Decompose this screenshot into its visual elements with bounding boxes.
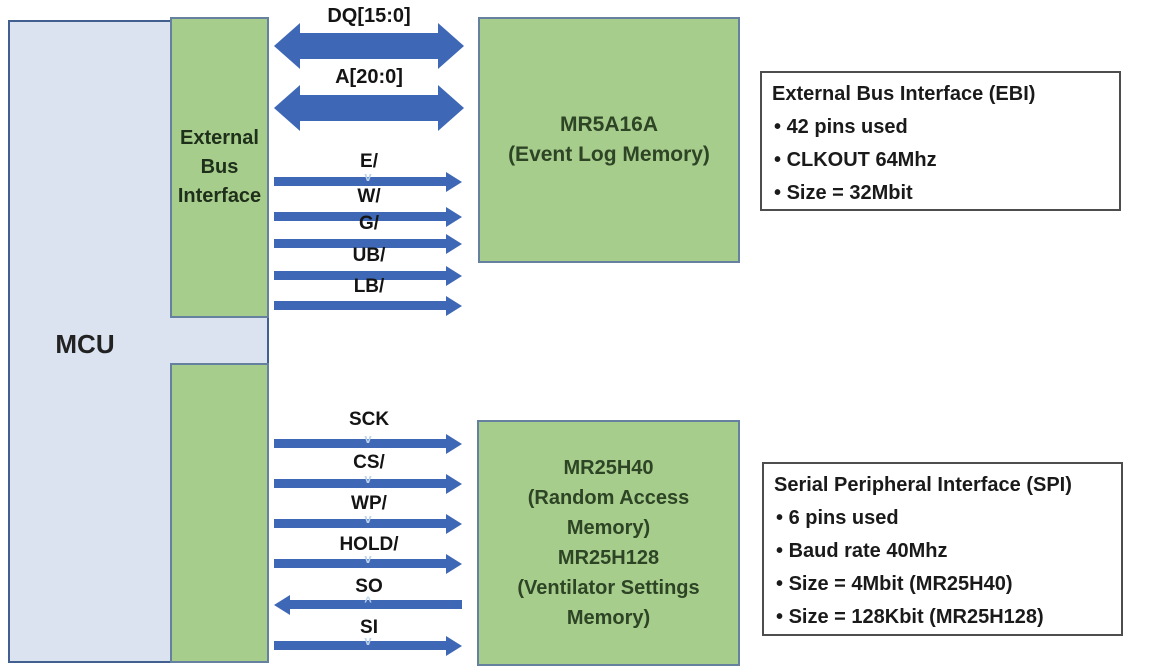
ebi-note-bullet: 42 pins used: [772, 111, 1109, 144]
event-log-memory-desc: (Event Log Memory): [508, 143, 710, 166]
arrow-shaft: [274, 519, 449, 528]
hold-signal-arrow: v: [274, 552, 462, 574]
ebi-note-bullet: CLKOUT 64Mhz: [772, 144, 1109, 177]
external-bus-interface-block: External Bus Interface: [170, 17, 269, 318]
event-log-memory-block: MR5A16A (Event Log Memory): [478, 17, 740, 263]
hold-signal-label: HOLD/: [339, 534, 399, 555]
arrow-right-head-icon: [446, 636, 462, 656]
spi-note-bullet: Baud rate 40Mhz: [774, 535, 1111, 568]
arrow-shaft: [274, 439, 449, 448]
a-bus-label: A[20:0]: [335, 66, 403, 88]
g-signal-label: G/: [358, 213, 380, 234]
lb-signal-arrow: [274, 296, 462, 316]
arrow-right-head-icon: [438, 85, 464, 131]
w-signal-arrow: [274, 207, 462, 227]
arrow-shaft: [274, 271, 449, 280]
dq-bus-label: DQ[15:0]: [327, 5, 411, 27]
spi-note-title: Serial Peripheral Interface (SPI): [774, 474, 1072, 496]
arrow-right-head-icon: [446, 266, 462, 286]
si-signal-arrow: v: [274, 634, 462, 656]
arrow-right-head-icon: [446, 474, 462, 494]
e-signal-label: E/: [360, 151, 378, 172]
si-signal-label: SI: [360, 617, 378, 638]
arrow-shaft: [274, 479, 449, 488]
external-bus-interface-label: External Bus Interface: [177, 127, 262, 207]
wp-signal-label: WP/: [351, 493, 387, 514]
spi-memory-line: (Ventilator Settings: [517, 577, 700, 599]
spi-interface-block: [170, 363, 269, 663]
arrow-right-head-icon: [438, 23, 464, 69]
ebi-note-box: External Bus Interface (EBI) 42 pins use…: [760, 71, 1121, 211]
spi-note-box: Serial Peripheral Interface (SPI) 6 pins…: [762, 462, 1123, 636]
sck-signal-arrow: v: [274, 432, 462, 454]
g-signal-arrow: [274, 234, 462, 254]
dq-bus-arrow: [274, 23, 464, 69]
spi-memory-line: Memory): [566, 607, 651, 629]
arrow-right-head-icon: [446, 172, 462, 192]
sck-signal-label: SCK: [348, 409, 390, 430]
arrow-right-head-icon: [446, 207, 462, 227]
arrow-right-head-icon: [446, 296, 462, 316]
event-log-memory-name: MR5A16A: [559, 113, 659, 136]
arrow-left-head-icon: [274, 23, 300, 69]
spi-note-bullet: Size = 128Kbit (MR25H128): [774, 601, 1111, 634]
arrow-right-head-icon: [446, 234, 462, 254]
arrow-shaft: [274, 212, 449, 221]
ebi-note-title: External Bus Interface (EBI): [772, 83, 1036, 105]
ub-signal-label: UB/: [352, 245, 386, 266]
so-signal-arrow: ^: [274, 595, 462, 615]
arrow-shaft: [296, 33, 442, 59]
spi-memory-line: MR25H128: [557, 547, 660, 569]
ub-signal-arrow: [274, 266, 462, 286]
arrow-right-head-icon: [446, 434, 462, 454]
arrow-shaft: [274, 177, 449, 186]
spi-memory-line: (Random Access: [527, 487, 690, 509]
cs-signal-label: CS/: [353, 452, 385, 473]
arrow-right-head-icon: [446, 514, 462, 534]
arrow-shaft: [274, 641, 449, 650]
cs-signal-arrow: v: [274, 472, 462, 494]
arrow-shaft: [296, 95, 442, 121]
arrow-shaft: [274, 301, 449, 310]
arrow-shaft: [274, 239, 449, 248]
lb-signal-label: LB/: [353, 276, 385, 297]
wp-signal-arrow: v: [274, 512, 462, 534]
spi-memory-block: MR25H40 (Random Access Memory) MR25H128 …: [477, 420, 740, 666]
ebi-note-bullet: Size = 32Mbit: [772, 177, 1109, 210]
arrow-shaft: [274, 559, 449, 568]
mcu-label: MCU: [55, 329, 115, 359]
so-signal-label: SO: [355, 576, 383, 597]
spi-note-bullet: 6 pins used: [774, 502, 1111, 535]
arrow-right-head-icon: [446, 554, 462, 574]
arrow-shaft: [287, 600, 462, 609]
spi-note-bullet: Size = 4Mbit (MR25H40): [774, 568, 1111, 601]
w-signal-label: W/: [357, 186, 381, 207]
a-bus-arrow: [274, 85, 464, 131]
spi-memory-line: Memory): [566, 517, 651, 539]
arrow-left-head-icon: [274, 85, 300, 131]
arrow-left-head-icon: [274, 595, 290, 615]
spi-memory-line: MR25H40: [563, 457, 654, 479]
